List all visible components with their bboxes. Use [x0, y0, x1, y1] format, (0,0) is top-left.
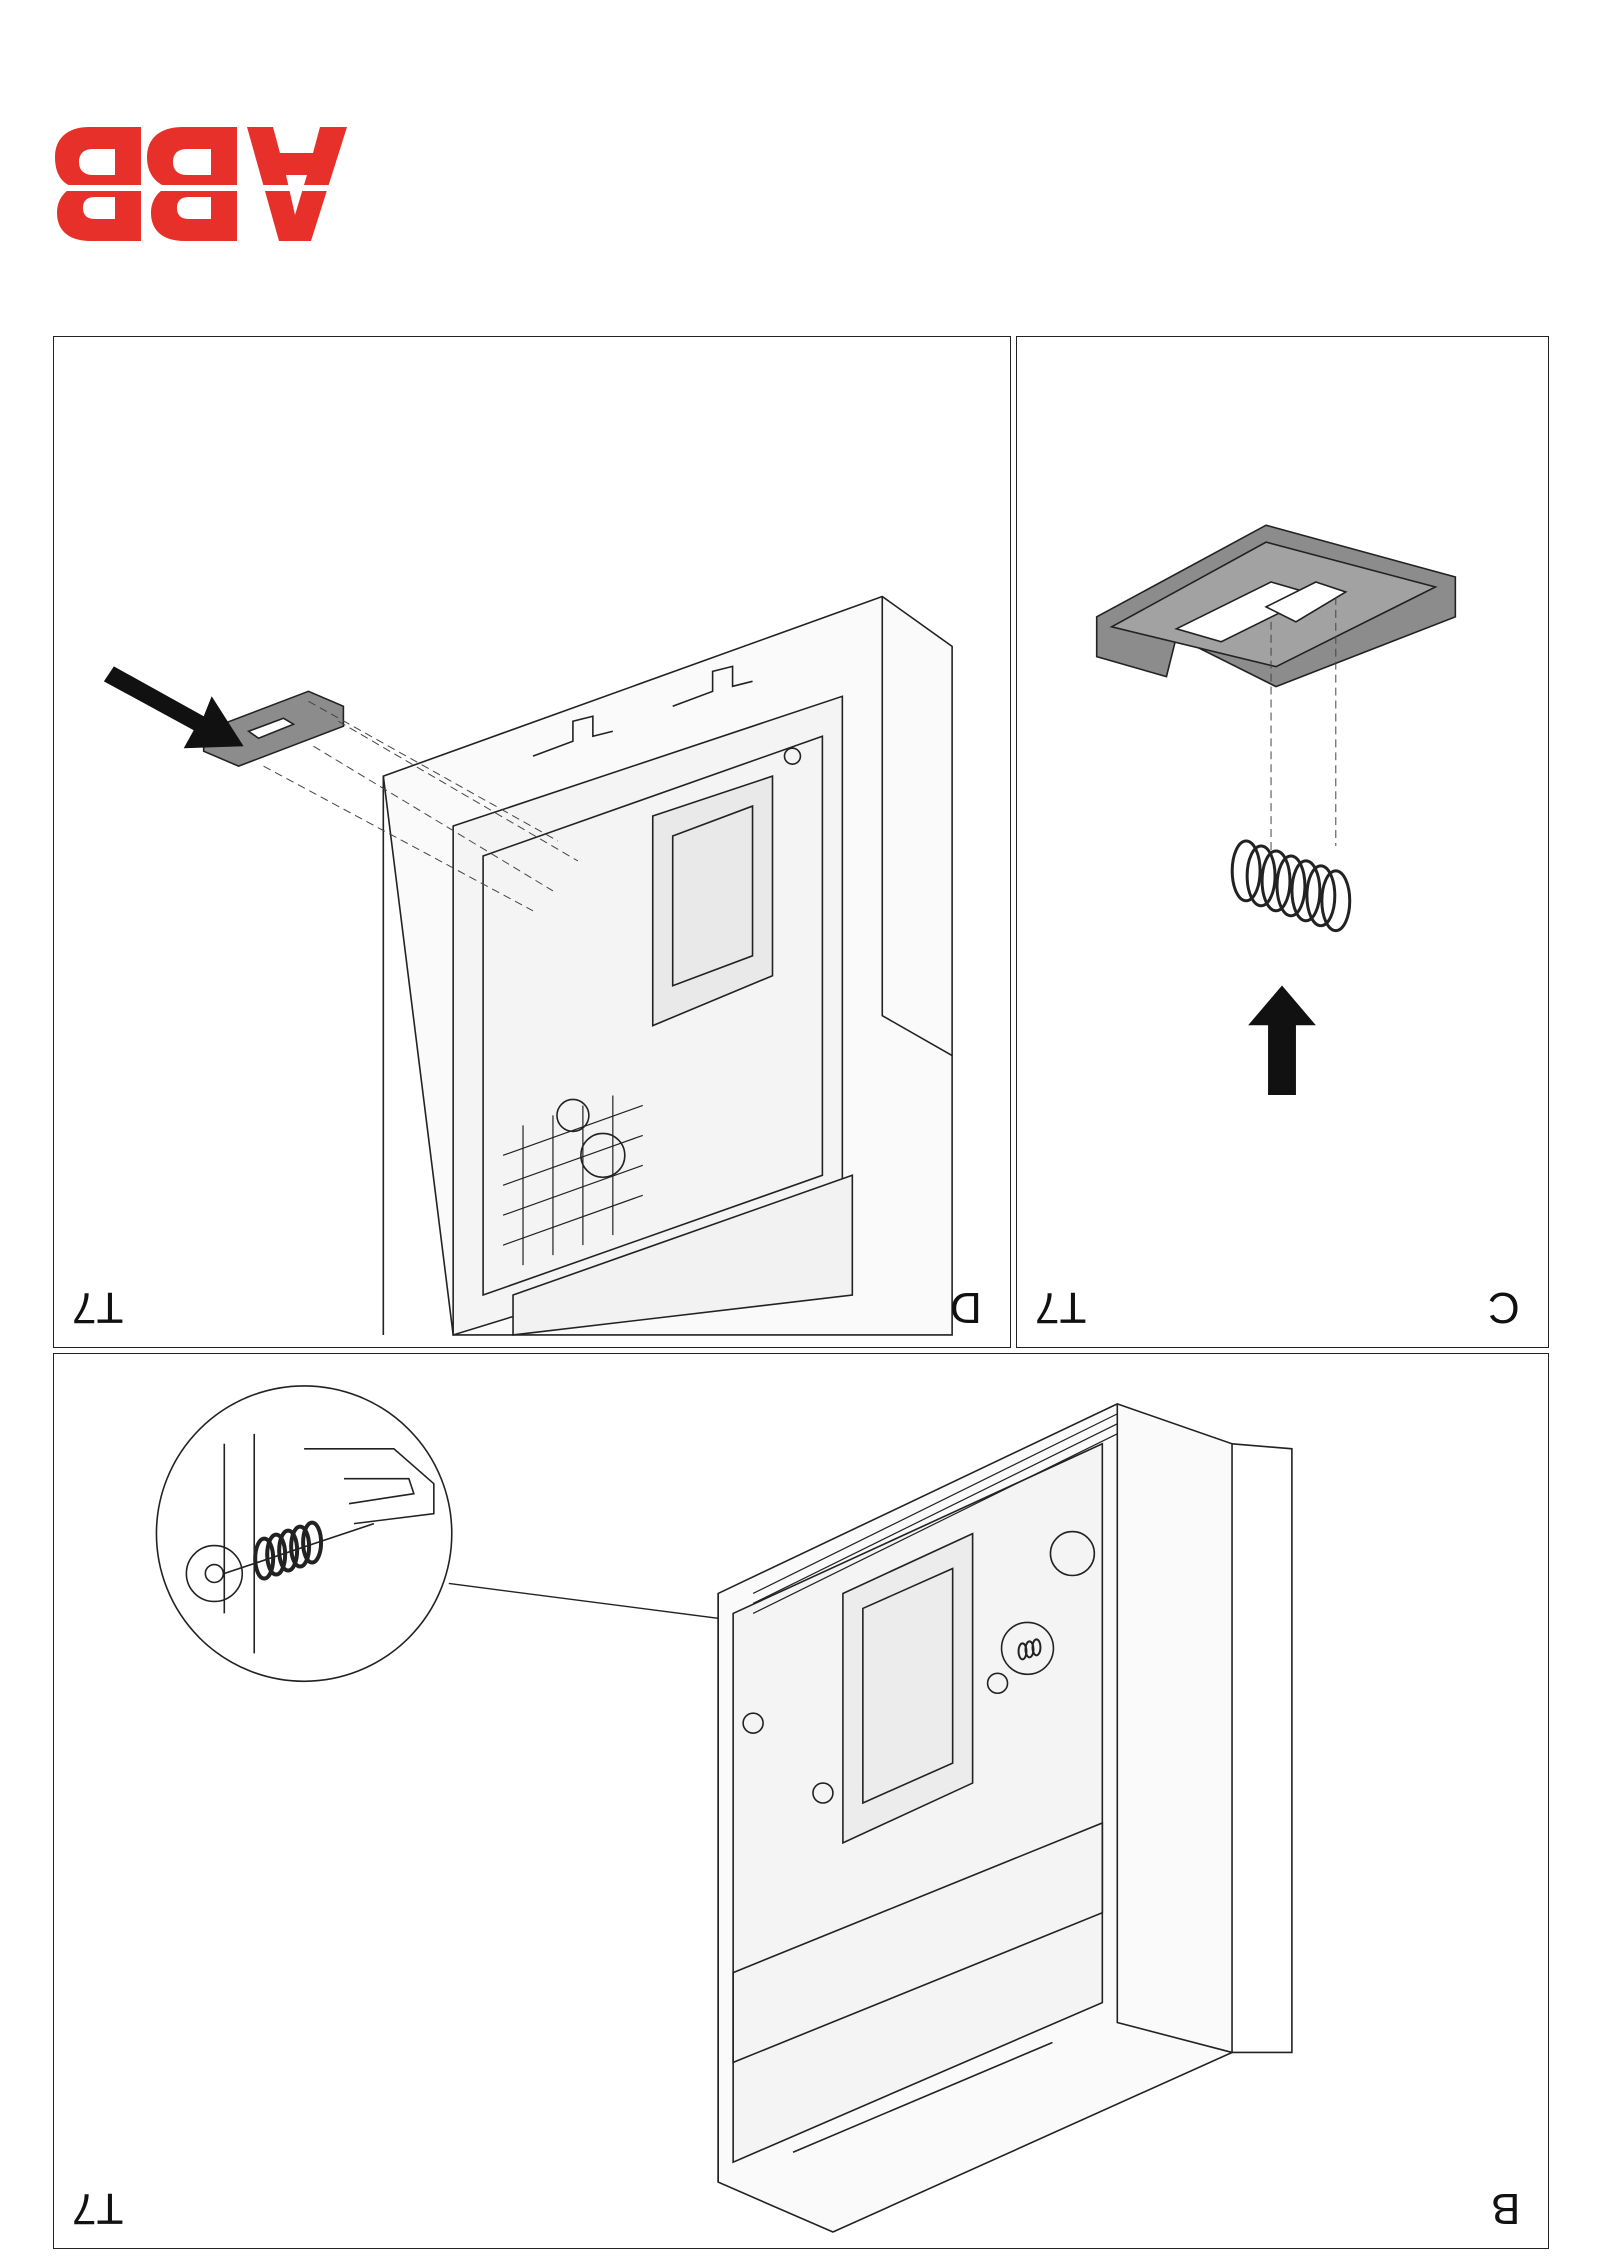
- step-c-panel: C T7: [1016, 336, 1549, 1348]
- step-d-panel: D T7: [53, 336, 1011, 1348]
- model-label: T7: [72, 2184, 124, 2233]
- breaker-housing-with-cover-illustration: [103, 595, 953, 1337]
- step-letter: D: [950, 1283, 982, 1332]
- abb-logo: [55, 127, 355, 241]
- model-label: T7: [1035, 1283, 1087, 1332]
- cover-and-spring-illustration: [1095, 524, 1457, 1096]
- step-letter: C: [1488, 1283, 1520, 1332]
- step-letter: B: [1490, 2184, 1520, 2233]
- housing-with-spring-detail-illustration: [155, 1385, 1293, 2233]
- step-b-panel: B T7: [53, 1353, 1549, 2249]
- model-label: T7: [72, 1283, 124, 1332]
